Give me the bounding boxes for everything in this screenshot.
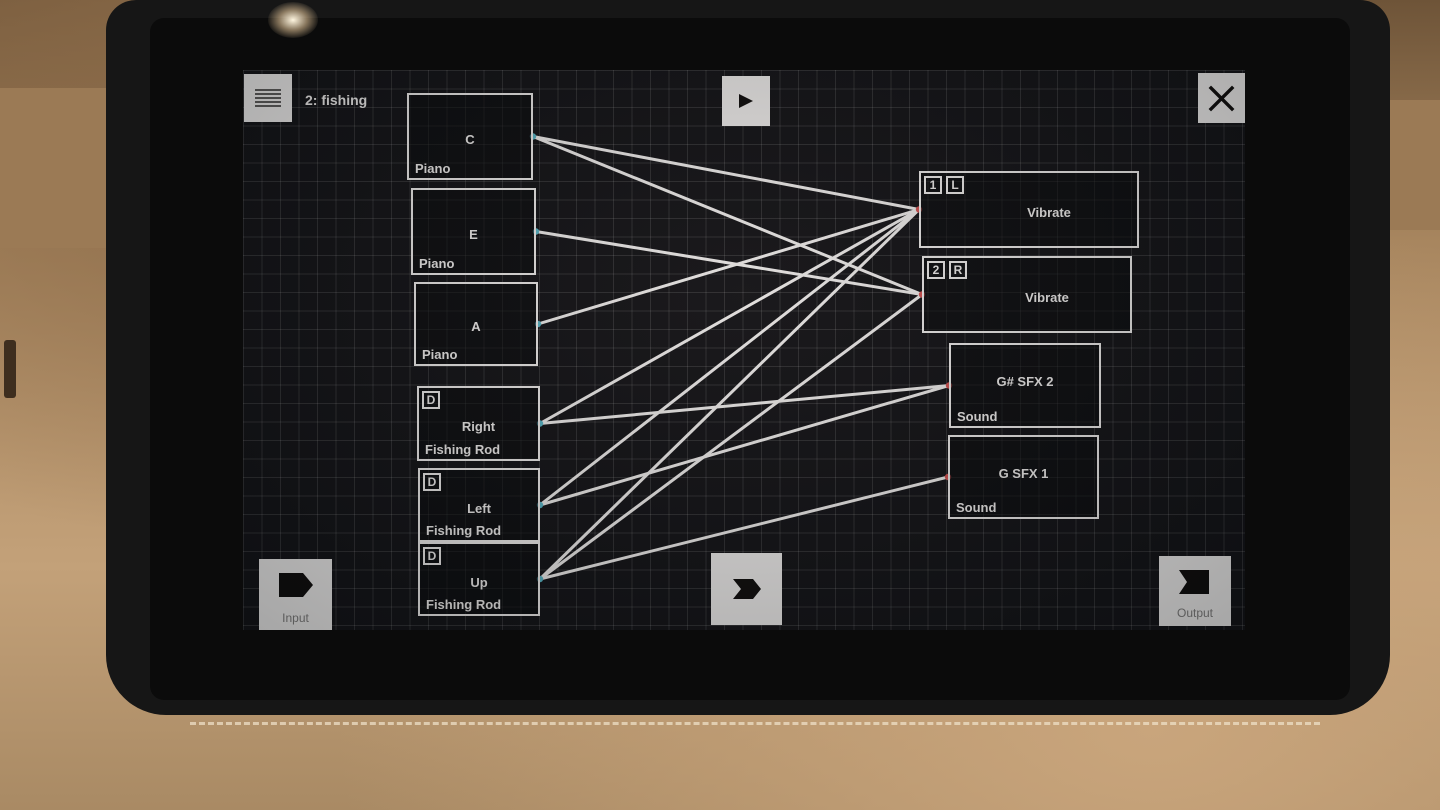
connection-line[interactable]	[535, 230, 923, 296]
node-type: Fishing Rod	[426, 597, 502, 612]
output-node-gsharp-sfx2[interactable]: G# SFX 2 Sound	[949, 343, 1101, 428]
connection-line[interactable]	[539, 208, 920, 507]
connection-line[interactable]	[532, 135, 923, 296]
node-tag: D	[423, 547, 441, 565]
add-node-button[interactable]	[711, 553, 782, 625]
input-node-a[interactable]: A Piano	[414, 282, 538, 366]
input-node-up[interactable]: D Up Fishing Rod	[418, 542, 540, 616]
chevron-right-icon	[733, 579, 761, 599]
light-glare	[268, 2, 318, 38]
node-tag: R	[949, 261, 967, 279]
node-label: Vibrate	[1025, 290, 1069, 306]
page-title: 2: fishing	[305, 92, 368, 108]
node-label: A	[471, 319, 481, 335]
menu-button[interactable]	[244, 74, 292, 122]
output-button-label: Output	[1176, 606, 1214, 620]
output-node-vibrate-right[interactable]: 2 R Vibrate	[922, 256, 1132, 333]
connection-line[interactable]	[539, 208, 920, 425]
node-label: G# SFX 2	[996, 374, 1054, 390]
node-label: Up	[470, 574, 488, 590]
cardboard-fold-line	[190, 722, 1320, 725]
output-node-vibrate-left[interactable]: 1 L Vibrate	[919, 171, 1139, 248]
connection-line[interactable]	[538, 208, 921, 581]
node-type: Piano	[422, 347, 458, 362]
node-label: C	[465, 131, 475, 147]
node-type: Sound	[957, 409, 998, 424]
input-node-e[interactable]: E Piano	[411, 188, 536, 275]
node-tag: 1	[924, 176, 942, 194]
cardboard-tab-left	[0, 88, 112, 248]
cardboard-slot	[4, 340, 16, 398]
node-type: Piano	[419, 256, 455, 271]
connection-line[interactable]	[532, 135, 920, 211]
node-tag: D	[422, 391, 440, 409]
connection-layer	[529, 133, 953, 583]
input-node-c[interactable]: C Piano	[407, 93, 533, 180]
output-arrow-icon	[1179, 570, 1209, 594]
node-label: G SFX 1	[998, 465, 1049, 481]
node-tag: 2	[927, 261, 945, 279]
node-type: Sound	[956, 500, 997, 515]
play-icon	[739, 94, 753, 108]
input-button[interactable]: Input	[259, 559, 332, 630]
node-label: Left	[467, 500, 491, 516]
input-arrow-icon	[279, 573, 313, 597]
connection-line[interactable]	[539, 475, 949, 581]
programming-screen: 2: fishing C Piano E Piano A Piano D Rig…	[243, 70, 1245, 630]
input-button-label: Input	[282, 611, 309, 625]
hamburger-menu-icon	[255, 89, 281, 107]
node-type: Fishing Rod	[425, 442, 501, 457]
connection-line[interactable]	[539, 384, 950, 507]
node-type: Fishing Rod	[426, 523, 502, 538]
input-node-right[interactable]: D Right Fishing Rod	[417, 386, 540, 461]
node-tag: L	[946, 176, 964, 194]
play-button[interactable]	[722, 76, 770, 126]
output-node-g-sfx1[interactable]: G SFX 1 Sound	[948, 435, 1099, 519]
node-label: Vibrate	[1027, 205, 1071, 221]
input-node-left[interactable]: D Left Fishing Rod	[418, 468, 540, 542]
output-button[interactable]: Output	[1159, 556, 1231, 626]
close-button[interactable]	[1198, 73, 1245, 123]
connection-line[interactable]	[539, 384, 950, 425]
connection-line[interactable]	[539, 293, 923, 581]
connection-line[interactable]	[537, 208, 920, 326]
node-type: Piano	[415, 161, 451, 176]
close-x-icon	[1208, 85, 1235, 112]
node-label: E	[469, 226, 478, 242]
node-tag: D	[423, 473, 441, 491]
node-label: Right	[461, 419, 496, 435]
